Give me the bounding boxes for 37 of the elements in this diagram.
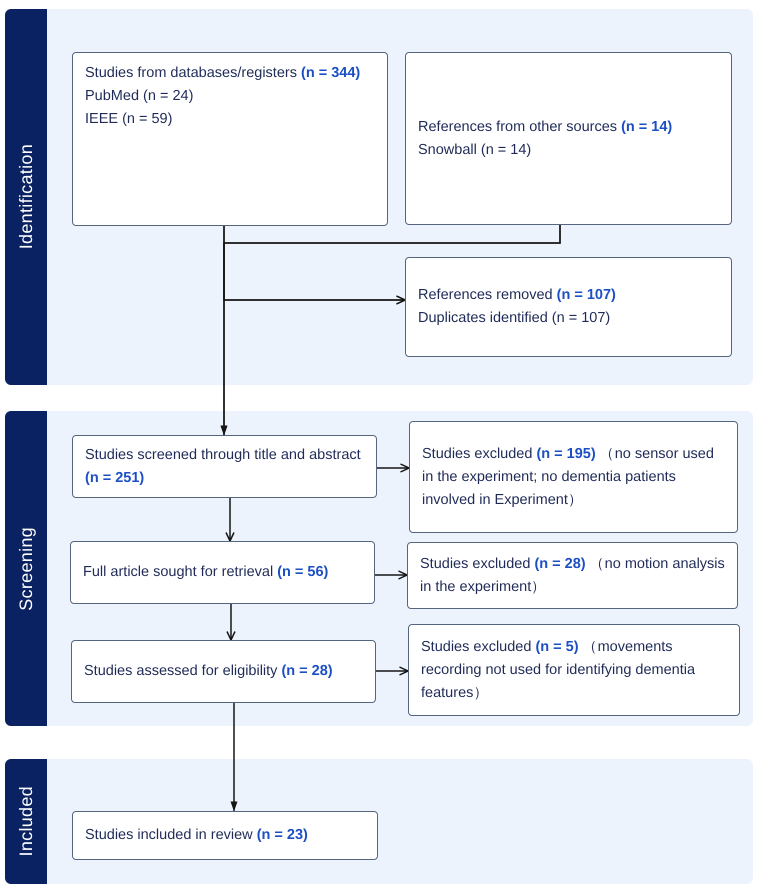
flow-box: [72, 52, 388, 226]
box-text: Studies screened through title and abstract (n = 251): [85, 446, 362, 488]
box-text: Studies from databases/registers (n = 344): [85, 64, 362, 83]
flow-box: [409, 421, 738, 533]
flow-box: [72, 435, 377, 498]
box-text: References from other sources (n = 14): [418, 118, 674, 136]
phase-panel: [5, 759, 753, 884]
flow-box: [405, 52, 732, 225]
arrow: [226, 604, 236, 641]
phase-panel: [5, 9, 753, 385]
arrow: [230, 703, 238, 812]
count-text: IEEE (n = 59): [85, 110, 174, 129]
arrow: [375, 570, 408, 580]
count-text: PubMed (n = 24): [85, 87, 194, 106]
count-text: Duplicates identified (n = 107): [418, 309, 612, 328]
count-text: Snowball (n = 14): [418, 140, 532, 160]
box-text: Studies included in review (n = 23): [85, 826, 309, 845]
phase-label: Screening: [16, 526, 36, 610]
arrow: [376, 666, 409, 676]
flow-box: [71, 640, 376, 703]
flow-box: [70, 541, 375, 604]
box-text: References removed (n = 107): [418, 286, 617, 305]
box-text: Studies excluded (n = 195) （no sensor used in the experiment; no dementia patients involved in Experiment）: [422, 444, 715, 510]
box-text: Studies assessed for eligibility (n = 28): [84, 662, 334, 681]
flow-box: [72, 811, 378, 860]
flow-box: [407, 542, 738, 609]
box-text: Studies excluded (n = 5) （movements recording not used for identifying dementia features）: [421, 638, 696, 702]
flow-box: [408, 624, 740, 716]
phase-label: Identification: [16, 144, 36, 250]
arrow: [225, 498, 235, 542]
arrow: [377, 463, 410, 473]
box-text: Full article sought for retrieval (n = 56): [83, 563, 330, 582]
phase-label: Included: [16, 786, 36, 857]
flow-box: [405, 257, 732, 357]
box-text: Studies excluded (n = 28) （no motion analysis in the experiment）: [420, 554, 725, 596]
arrow: [223, 225, 561, 305]
phase-panel: [5, 411, 753, 726]
